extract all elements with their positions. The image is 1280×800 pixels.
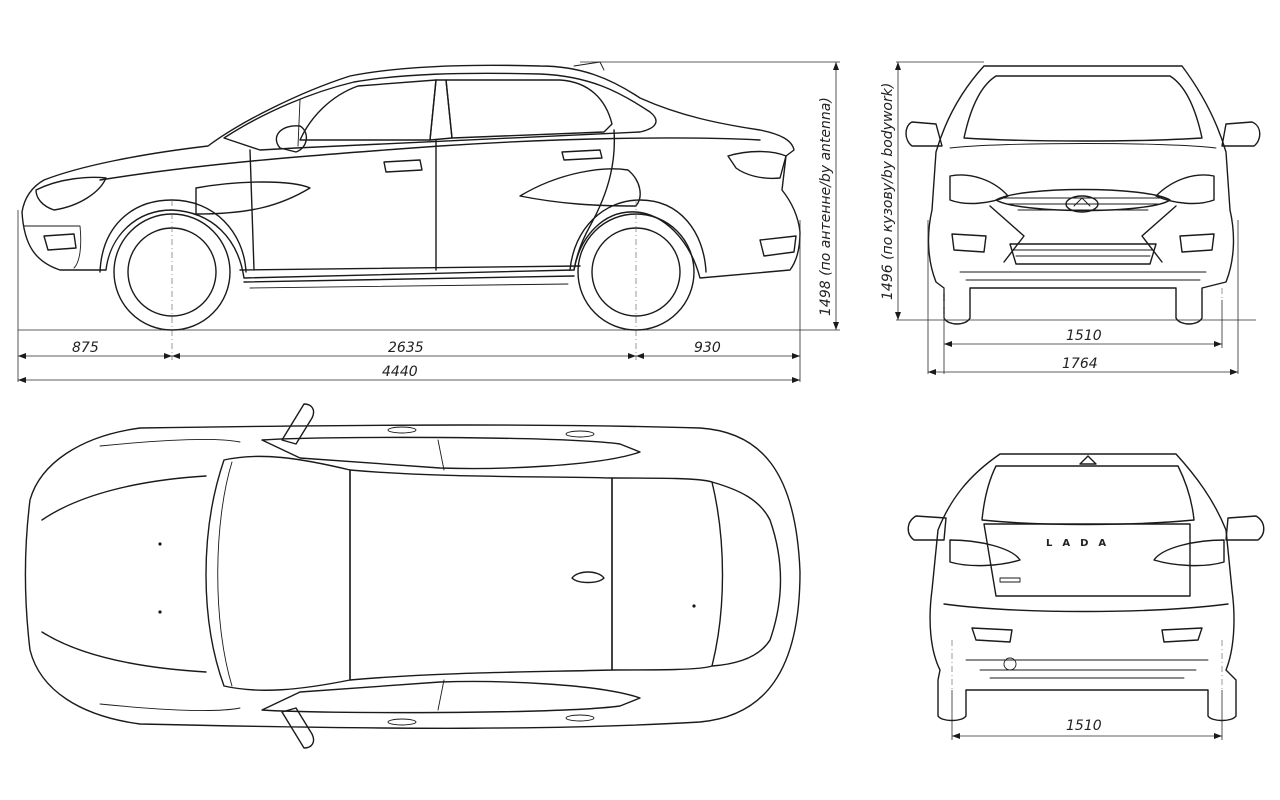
length-label: 4440 [382,364,418,380]
side-view [18,61,808,331]
front-overhang-label: 875 [72,340,99,356]
width-label: 1764 [1062,356,1098,372]
height-body-label: 1496 (по кузову/by bodywork) [880,83,896,300]
height-antenna-label: 1498 (по антенне/by antenna) [818,97,834,316]
rear-overhang-label: 930 [694,340,721,356]
front-view: 1510 1764 1496 (по кузову/by bodywork) [880,61,1261,375]
rear-view: LADA 1510 [907,453,1265,740]
wheelbase-label: 2635 [388,340,424,356]
rear-track-label: 1510 [1066,718,1102,734]
length-dimensions: 875 2635 930 4440 1498 (по антенне/by an… [17,61,840,383]
front-track-label: 1510 [1066,328,1102,344]
rear-badge: LADA [1046,538,1116,549]
top-view [24,403,801,749]
